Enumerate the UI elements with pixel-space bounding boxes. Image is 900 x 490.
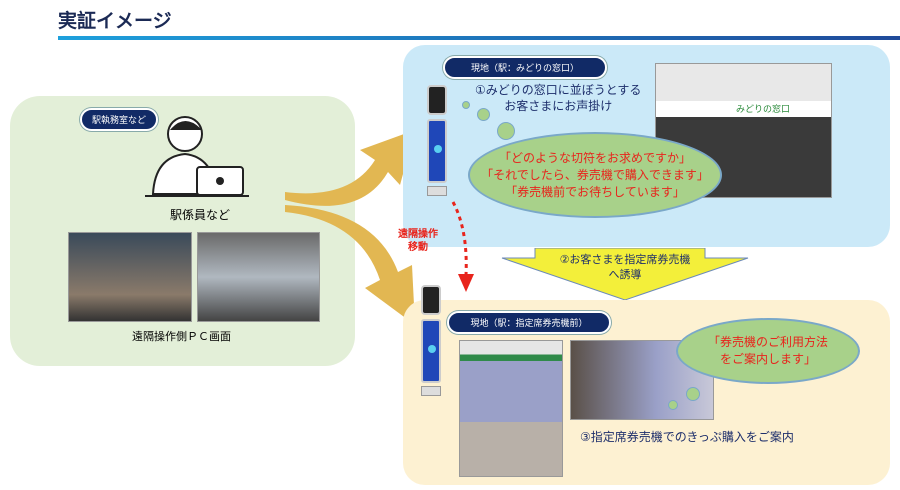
step2-line1: ②お客さまを指定席券売機: [559, 253, 691, 266]
office-badge: 駅執務室など: [80, 108, 159, 131]
remote-label-line1: 遠隔操作: [398, 229, 438, 240]
flow-arrows: [285, 130, 415, 325]
avatar-robot-icon: [421, 285, 441, 396]
staff-label: 駅係員など: [170, 208, 231, 222]
guidance-speech-cloud: 「券売機のご利用方法 をご案内します」: [676, 318, 860, 384]
pc-screen-photo-1: [68, 232, 192, 322]
step3-text: ③指定席券売機でのきっぷ購入をご案内: [580, 430, 794, 444]
step2-text: ②お客さまを指定席券売機 へ誘導: [530, 252, 720, 282]
remote-label-line2: 移動: [408, 242, 428, 253]
step2-arrow: [501, 248, 749, 301]
title-underline: [58, 36, 900, 40]
ticket-machine-badge: 現地（駅：指定席券売機前）: [447, 311, 611, 334]
staff-person-icon: [145, 116, 249, 197]
step1-line2: お客さまにお声掛け: [504, 99, 613, 113]
page-title: 実証イメージ: [58, 10, 172, 32]
remote-move-arrow: [451, 201, 474, 292]
speech-line: 「どのような切符をお求めですか」: [498, 150, 691, 165]
speech-line: をご案内します」: [719, 352, 816, 366]
arrow-to-ticket-machine: [285, 205, 415, 325]
speech-line: 「それでしたら、券売機で購入できます」: [481, 167, 709, 182]
pc-screen-photo-2: [197, 232, 320, 322]
remote-move-label: 遠隔操作 移動: [398, 228, 438, 254]
speech-line: 「券売機のご利用方法: [707, 335, 828, 349]
ticket-office-badge: 現地（駅：みどりの窓口）: [443, 56, 607, 79]
step1-text: ①みどりの窓口に並ぼうとする お客さまにお声掛け: [475, 82, 641, 114]
step1-line1: ①みどりの窓口に並ぼうとする: [475, 83, 642, 97]
ticket-machine-photo-1: [459, 340, 563, 477]
greeting-speech-cloud: 「どのような切符をお求めですか」 「それでしたら、券売機で購入できます」 「券売…: [468, 132, 722, 218]
pc-screen-label: 遠隔操作側ＰＣ画面: [132, 330, 231, 343]
step2-line2: へ誘導: [608, 268, 642, 281]
avatar-robot-icon: [427, 85, 447, 196]
speech-line: 「券売機前でお待ちしています」: [505, 184, 685, 199]
ticket-office-sign: みどりの窓口: [736, 105, 791, 115]
arrow-to-ticket-office: [285, 130, 415, 206]
